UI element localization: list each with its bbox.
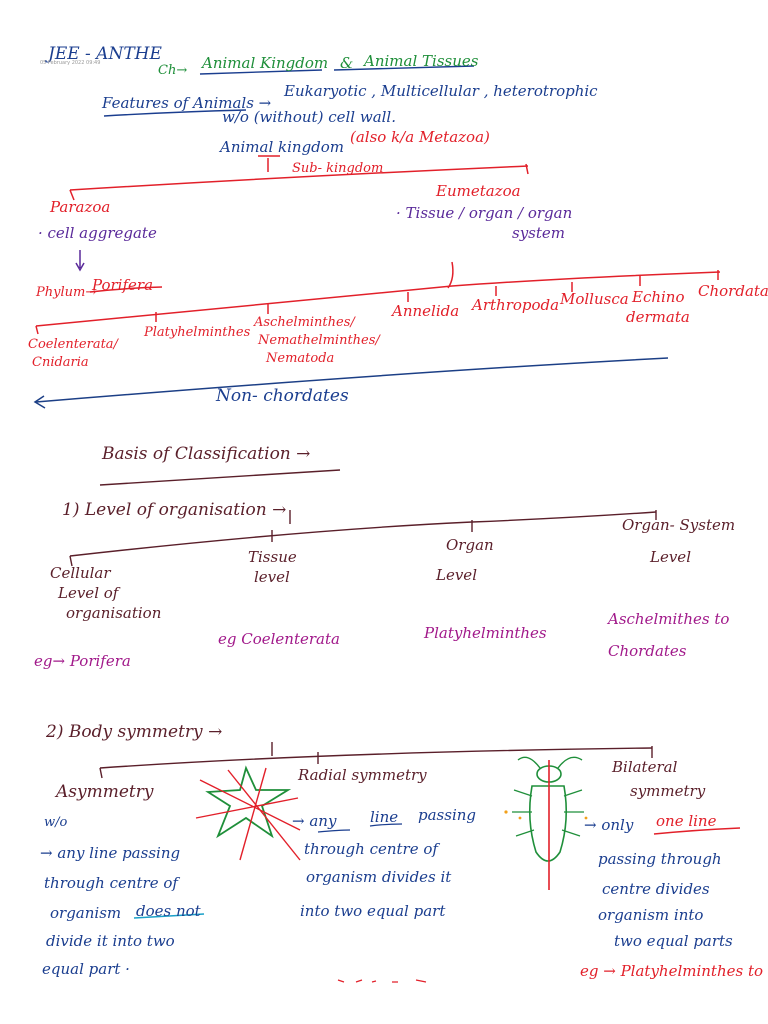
eg-platyhelminthes: Platyhelminthes	[424, 624, 547, 642]
organisation-tree-lines	[69, 510, 657, 567]
subkingdom-label: Sub- kingdom	[292, 161, 384, 176]
radial-line-1b: line	[370, 808, 399, 826]
phylum-arthropoda: Arthropoda	[472, 296, 560, 314]
chapter-name-2: Animal Tissues	[364, 52, 479, 70]
basis-title: Basis of Classification →	[102, 444, 311, 464]
phylum-annelida: Annelida	[392, 302, 460, 320]
bilateral-label-2: symmetry	[630, 782, 706, 800]
asymmetry-wo: w/o	[44, 815, 68, 830]
symmetry-heading: 2) Body symmetry →	[46, 722, 223, 742]
porifera-label: Porifera	[92, 276, 154, 294]
phylum-label: Phylum→	[36, 285, 97, 300]
eg-aschelminthes: Aschelmithes to	[608, 610, 730, 628]
symmetry-tree-lines	[99, 742, 653, 779]
non-chordates-label: Non- chordates	[216, 386, 349, 406]
asymmetry-line-3b: does not	[136, 902, 201, 920]
bilateral-line-1a: → only	[584, 816, 634, 834]
organ-system-line-2: Level	[650, 548, 691, 566]
cellular-line-3: organisation	[66, 604, 162, 622]
bilateral-line-2: passing through	[598, 850, 722, 868]
phylum-aschelminthes: Aschelminthes/	[254, 315, 355, 330]
eg-chordates: Chordates	[608, 642, 687, 660]
asymmetry-line-1: → any line passing	[40, 844, 181, 862]
phylum-coelenterata: Coelenterata/	[28, 337, 118, 352]
radial-line-4: into two equal part	[300, 902, 446, 920]
asymmetry-line-2: through centre of	[44, 874, 178, 892]
phylum-dermata: dermata	[626, 308, 690, 326]
asymmetry-line-4: divide it into two	[46, 932, 175, 950]
radial-line-1c: passing	[418, 806, 477, 824]
radial-line-1a: → any	[292, 812, 337, 830]
eumetazoa-note-1: · Tissue / organ / organ	[396, 204, 573, 222]
bilateral-line-4: organism into	[598, 906, 704, 924]
phylum-echino: Echino	[632, 288, 685, 306]
non-chordates-arrow	[33, 357, 669, 409]
bilateral-label-1: Bilateral	[612, 758, 678, 776]
phylum-nematoda: Nematoda	[266, 351, 335, 366]
tissue-line-1: Tissue	[248, 548, 297, 566]
eumetazoa-label: Eumetazoa	[436, 182, 521, 200]
bilateral-line-3: centre divides	[602, 880, 710, 898]
radial-label: Radial symmetry	[298, 766, 427, 784]
bilateral-line-1b: one line	[656, 812, 717, 830]
organ-line-2: Level	[436, 566, 477, 584]
asymmetry-line-3a: organism	[50, 904, 122, 922]
bilateral-line-5: two equal parts	[614, 932, 733, 950]
parazoa-note: · cell aggregate	[38, 224, 157, 242]
eg-porifera: eg→ Porifera	[34, 652, 131, 670]
timestamp: 05 February 2022 09:49	[40, 60, 101, 66]
kingdom-title: Animal kingdom	[220, 138, 345, 156]
asymmetry-label: Asymmetry	[56, 782, 154, 802]
features-line-1: Eukaryotic , Multicellular , heterotroph…	[284, 82, 598, 100]
star-radial-symmetry-drawing	[195, 765, 301, 861]
phylum-cnidaria: Cnidaria	[32, 355, 89, 370]
tissue-line-2: level	[254, 568, 290, 586]
features-line-2: w/o (without) cell wall.	[222, 108, 396, 126]
chapter-amp: &	[340, 54, 354, 72]
asymmetry-line-5: equal part ·	[42, 960, 130, 978]
bilateral-example: eg → Platyhelminthes to	[580, 962, 764, 980]
phylum-chordata: Chordata	[698, 282, 768, 300]
phylum-nemathelminthes: Nemathelminthes/	[258, 333, 380, 348]
kingdom-aka: (also k/a Metazoa)	[350, 128, 490, 146]
cellular-line-2: Level of	[58, 584, 119, 602]
insect-bilateral-symmetry-drawing	[504, 756, 588, 890]
cellular-line-1: Cellular	[50, 564, 111, 582]
chapter-name-1: Animal Kingdom	[202, 54, 329, 72]
page-heading: JEE - ANTHE	[48, 44, 162, 64]
eumetazoa-note-2: system	[512, 224, 565, 242]
radial-line-3: organism divides it	[306, 868, 452, 886]
phylum-platyhelminthes: Platyhelminthes	[144, 325, 251, 340]
organ-system-line-1: Organ- System	[622, 516, 736, 534]
kingdom-tree-lines	[35, 155, 721, 335]
radial-line-2: through centre of	[304, 840, 438, 858]
features-label: Features of Animals →	[102, 94, 272, 112]
organ-line-1: Organ	[446, 536, 494, 554]
eg-coelenterata: eg Coelenterata	[218, 630, 340, 648]
chapter-prefix: Ch→	[158, 63, 188, 78]
level-heading: 1) Level of organisation →	[62, 500, 287, 520]
phylum-mollusca: Mollusca	[560, 290, 629, 308]
parazoa-label: Parazoa	[50, 198, 111, 216]
